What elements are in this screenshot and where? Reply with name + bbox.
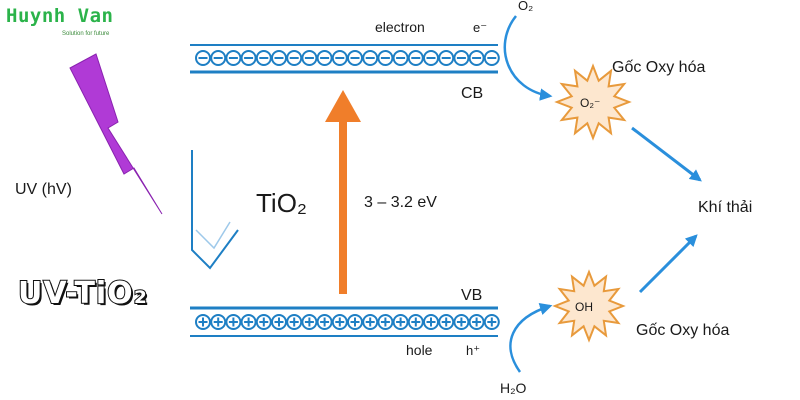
- valence-band: [190, 306, 500, 337]
- oh-radical-starburst: OH: [552, 269, 626, 343]
- product-label: Khí thải: [698, 199, 752, 216]
- electron-symbol: e⁻: [473, 20, 487, 35]
- hole-icon: [392, 314, 409, 330]
- hole-icon: [407, 314, 424, 330]
- radical-label-top: Gốc Oxy hóa: [612, 59, 705, 76]
- o2-label: O₂: [518, 0, 533, 13]
- brand-logo: Huynh Van: [6, 5, 114, 27]
- hole-label: hole: [406, 342, 433, 358]
- electron-icon: [438, 50, 455, 66]
- hole-icon: [286, 314, 303, 330]
- hole-icon: [225, 314, 242, 330]
- hole-icon: [377, 314, 394, 330]
- electron-icon: [483, 50, 500, 66]
- hole-icon: [301, 314, 318, 330]
- band-edge-curve: [191, 150, 239, 270]
- hole-icon: [423, 314, 439, 330]
- electron-icon: [423, 50, 439, 66]
- hole-icon: [271, 314, 287, 330]
- conduction-band: [190, 44, 500, 74]
- electron-icon: [392, 50, 409, 66]
- vb-label: VB: [461, 287, 482, 304]
- h2o-to-oh-arrow: [509, 303, 553, 373]
- hole-icon: [453, 314, 470, 330]
- h2o-label: H₂O: [500, 380, 527, 396]
- band-gap-label: 3 – 3.2 eV: [364, 194, 437, 211]
- tio2-label: TiO₂: [256, 188, 307, 218]
- electron-icon: [347, 50, 363, 66]
- electron-icon: [240, 50, 257, 66]
- hole-symbol: h⁺: [466, 343, 480, 358]
- o2-radical-starburst: O₂⁻: [554, 63, 632, 141]
- electron-icon: [453, 50, 470, 66]
- electron-to-o2-arrow: [503, 15, 553, 101]
- electron-icon: [225, 50, 242, 66]
- electron-icon: [316, 50, 333, 66]
- radical-label-bottom: Gốc Oxy hóa: [636, 322, 729, 339]
- hole-icon: [468, 314, 485, 330]
- electron-icon: [377, 50, 394, 66]
- brand-tagline: Solution for future: [62, 31, 110, 37]
- lightning-icon: [69, 53, 163, 215]
- electron-label: electron: [375, 19, 425, 35]
- electron-icon: [407, 50, 424, 66]
- hole-icon: [331, 314, 348, 330]
- electron-icon: [301, 50, 318, 66]
- hole-icon: [347, 314, 363, 330]
- hole-icon: [195, 314, 211, 330]
- electron-icon: [331, 50, 348, 66]
- electron-icon: [362, 50, 379, 66]
- excitation-arrow: [325, 90, 361, 294]
- hole-icon: [362, 314, 379, 330]
- electron-icon: [286, 50, 303, 66]
- electron-icon: [468, 50, 485, 66]
- oh-radical-label: OH: [575, 300, 593, 314]
- electron-row: [195, 50, 500, 66]
- o2-radical-label: O₂⁻: [580, 96, 600, 110]
- cb-label: CB: [461, 85, 483, 102]
- hole-icon: [316, 314, 333, 330]
- electron-icon: [195, 50, 211, 66]
- electron-icon: [255, 50, 272, 66]
- electron-icon: [271, 50, 287, 66]
- radical-to-product-arrow-top: [631, 126, 702, 182]
- hole-icon: [210, 314, 227, 330]
- hole-icon: [438, 314, 455, 330]
- hole-row: [195, 314, 500, 330]
- radical-to-product-arrow-bottom: [638, 234, 698, 294]
- electron-icon: [210, 50, 227, 66]
- page-title: UV-TiO₂: [17, 275, 148, 312]
- uv-label: UV (hV): [15, 181, 72, 198]
- hole-icon: [255, 314, 272, 330]
- band-edge-curve-inner: [195, 221, 231, 250]
- hole-icon: [240, 314, 257, 330]
- hole-icon: [483, 314, 500, 330]
